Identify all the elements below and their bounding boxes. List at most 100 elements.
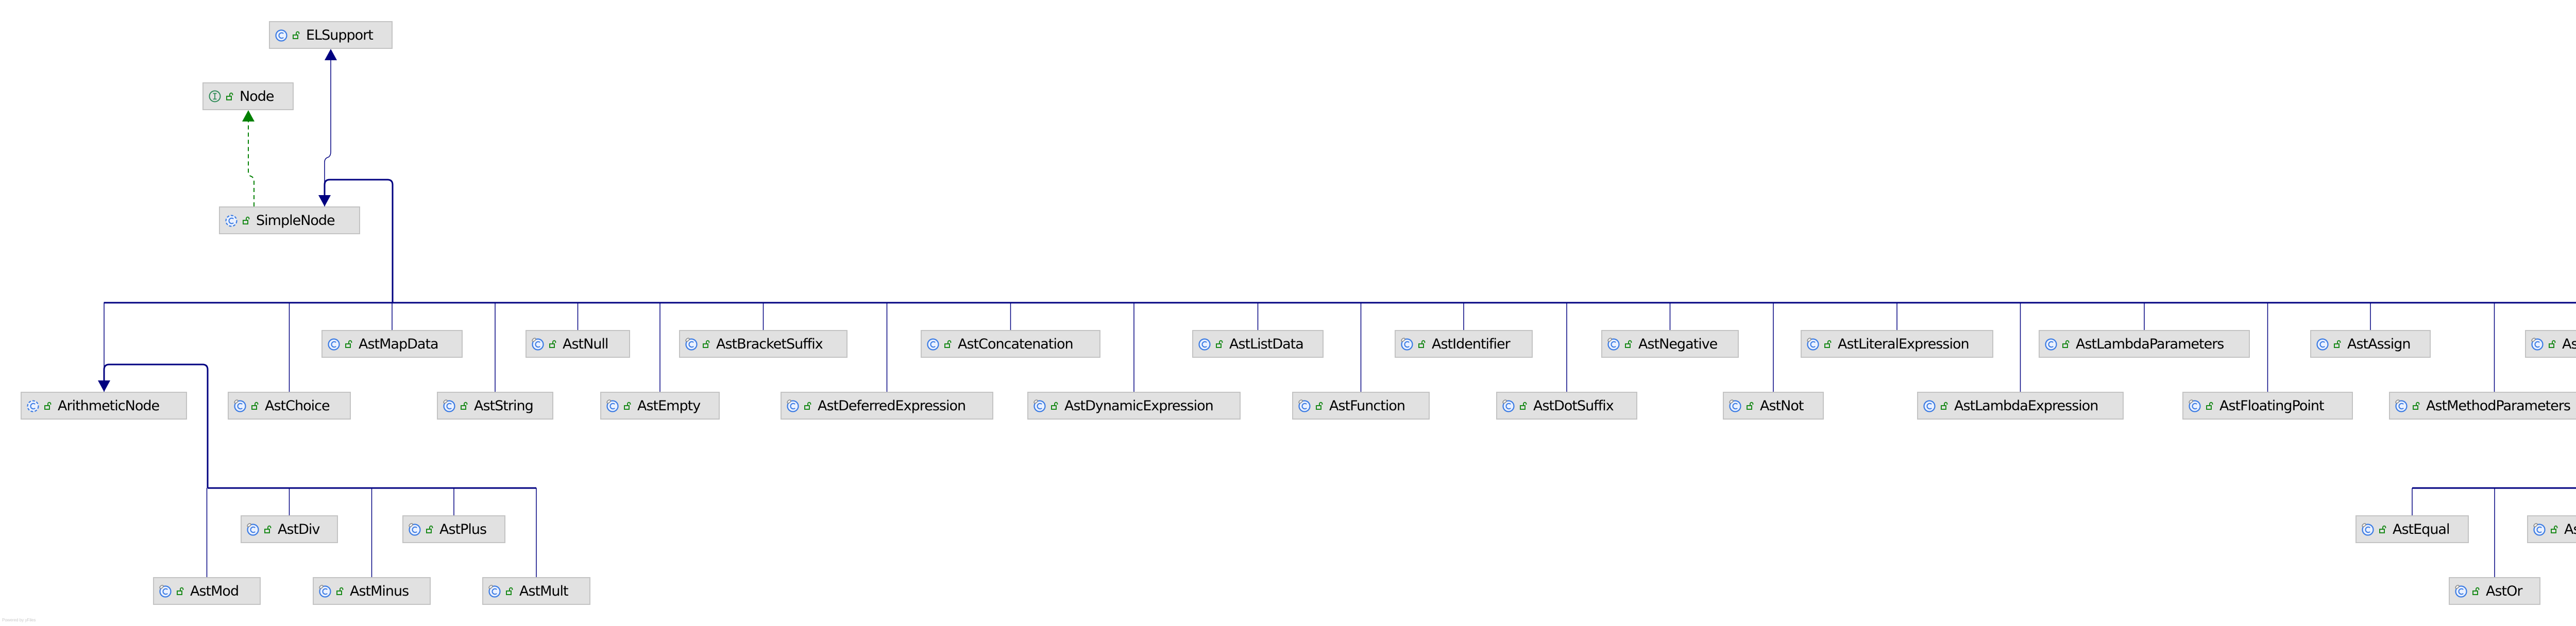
public-lock-icon: [1520, 402, 1527, 410]
class-node-ast-choice[interactable]: AstChoice: [228, 392, 351, 420]
class-node-arithmetic-node[interactable]: ArithmeticNode: [21, 392, 187, 420]
final-class-icon: [2531, 337, 2544, 351]
arrowhead-icon: [98, 380, 110, 392]
public-lock-icon: [2206, 402, 2213, 410]
public-lock-icon: [226, 92, 233, 100]
class-name: AstLiteralExpression: [1838, 336, 1970, 352]
class-node-ast-method-parameters[interactable]: AstMethodParameters: [2389, 392, 2576, 420]
class-icon: [327, 337, 341, 351]
edge: [248, 120, 255, 206]
class-icon: [2044, 337, 2058, 351]
public-lock-icon: [2551, 525, 2558, 533]
class-icon: [275, 28, 288, 42]
class-node-ast-equal[interactable]: AstEqual: [2355, 515, 2469, 543]
class-node-ast-dot-suffix[interactable]: AstDotSuffix: [1496, 392, 1637, 420]
class-node-ast-list-data[interactable]: AstListData: [1192, 330, 1324, 358]
class-name: AstNotEqual: [2564, 521, 2576, 537]
final-class-icon: [443, 399, 456, 412]
class-node-ast-minus[interactable]: AstMinus: [313, 577, 431, 605]
class-node-ast-plus[interactable]: AstPlus: [402, 515, 505, 543]
class-node-ast-div[interactable]: AstDiv: [241, 515, 338, 543]
class-name: AstIdentifier: [1432, 336, 1511, 352]
public-lock-icon: [2062, 340, 2070, 348]
class-node-ast-negative[interactable]: AstNegative: [1601, 330, 1739, 358]
class-node-ast-empty[interactable]: AstEmpty: [600, 392, 720, 420]
final-class-icon: [1728, 399, 1742, 412]
public-lock-icon: [804, 402, 811, 410]
final-class-icon: [159, 584, 172, 598]
class-node-elsupport[interactable]: ELSupport: [269, 21, 393, 49]
class-node-ast-map-data[interactable]: AstMapData: [321, 330, 463, 358]
class-node-ast-floating-point[interactable]: AstFloatingPoint: [2182, 392, 2353, 420]
public-lock-icon: [336, 587, 344, 595]
public-lock-icon: [2549, 340, 2556, 348]
edge: [324, 179, 394, 303]
public-lock-icon: [624, 402, 631, 410]
final-class-icon: [2395, 399, 2408, 412]
class-name: AstListData: [1229, 336, 1304, 352]
class-node-ast-lambda-expression[interactable]: AstLambdaExpression: [1917, 392, 2124, 420]
class-node-ast-not-equal[interactable]: AstNotEqual: [2527, 515, 2576, 543]
class-node-ast-or[interactable]: AstOr: [2449, 577, 2540, 605]
class-name: AstEqual: [2393, 521, 2450, 537]
class-name: AstDiv: [278, 521, 320, 537]
final-class-icon: [1806, 337, 1820, 351]
class-node-ast-bracket-suffix[interactable]: AstBracketSuffix: [679, 330, 848, 358]
class-name: Node: [240, 88, 274, 105]
class-node-simple-node[interactable]: SimpleNode: [219, 206, 360, 234]
class-name: AstLambdaExpression: [1954, 397, 2098, 414]
final-class-icon: [685, 337, 698, 351]
public-lock-icon: [1051, 402, 1058, 410]
final-class-icon: [1033, 399, 1046, 412]
class-name: AstDotSuffix: [1533, 397, 1614, 414]
public-lock-icon: [293, 31, 300, 39]
public-lock-icon: [1316, 402, 1323, 410]
final-class-icon: [233, 399, 247, 412]
final-class-icon: [2361, 523, 2375, 536]
class-node-ast-composite-expression[interactable]: AstCompositeExpression: [2525, 330, 2576, 358]
class-node-ast-literal-expression[interactable]: AstLiteralExpression: [1801, 330, 1993, 358]
class-node-ast-string[interactable]: AstString: [437, 392, 553, 420]
final-class-icon: [408, 523, 421, 536]
class-node-ast-function[interactable]: AstFunction: [1292, 392, 1430, 420]
class-node-ast-mult[interactable]: AstMult: [482, 577, 590, 605]
final-class-icon: [2533, 523, 2546, 536]
class-node-ast-assign[interactable]: AstAssign: [2310, 330, 2431, 358]
final-class-icon: [2188, 399, 2201, 412]
public-lock-icon: [1941, 402, 1948, 410]
arrowhead-icon: [325, 49, 337, 60]
class-name: AstEmpty: [637, 397, 701, 414]
class-node-ast-dynamic-expression[interactable]: AstDynamicExpression: [1027, 392, 1241, 420]
arrowhead-icon: [242, 110, 255, 121]
public-lock-icon: [2472, 587, 2480, 595]
public-lock-icon: [2334, 340, 2341, 348]
class-node-node[interactable]: Node: [202, 82, 294, 110]
class-node-ast-deferred-expression[interactable]: AstDeferredExpression: [781, 392, 993, 420]
class-node-ast-concatenation[interactable]: AstConcatenation: [921, 330, 1100, 358]
class-node-ast-mod[interactable]: AstMod: [153, 577, 261, 605]
class-name: AstNegative: [1638, 336, 1718, 352]
class-name: AstMod: [190, 583, 239, 599]
class-node-ast-not[interactable]: AstNot: [1723, 392, 1824, 420]
class-name: AstChoice: [265, 397, 330, 414]
public-lock-icon: [243, 216, 250, 224]
abstract-class-icon: [225, 214, 238, 227]
class-name: AstMethodParameters: [2426, 397, 2571, 414]
public-lock-icon: [345, 340, 352, 348]
final-class-icon: [246, 523, 260, 536]
final-class-icon: [606, 399, 619, 412]
final-class-icon: [488, 584, 501, 598]
class-name: AstNull: [563, 336, 608, 352]
class-name: AstAssign: [2347, 336, 2411, 352]
class-name: AstBracketSuffix: [716, 336, 823, 352]
class-node-ast-lambda-parameters[interactable]: AstLambdaParameters: [2039, 330, 2250, 358]
final-class-icon: [786, 399, 800, 412]
class-node-ast-identifier[interactable]: AstIdentifier: [1395, 330, 1533, 358]
class-name: AstConcatenation: [958, 336, 1074, 352]
class-icon: [926, 337, 940, 351]
class-node-ast-null[interactable]: AstNull: [526, 330, 630, 358]
class-name: AstString: [474, 397, 534, 414]
class-name: ELSupport: [306, 27, 374, 43]
